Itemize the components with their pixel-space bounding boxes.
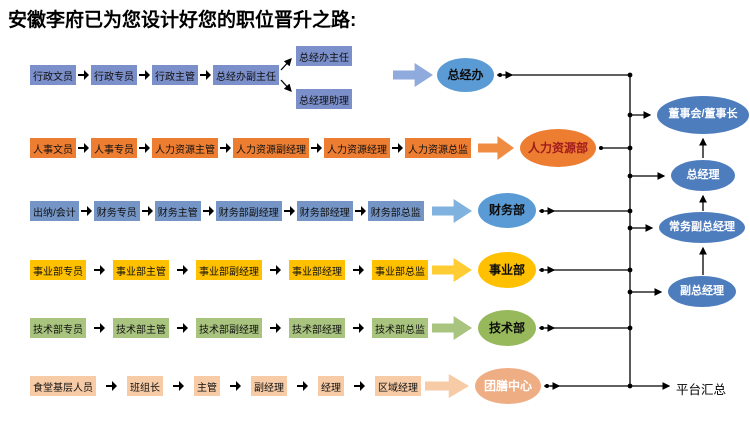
position-box: 财务部总监 [367, 201, 424, 221]
position-box: 事业部主管 [113, 260, 169, 280]
position-box: 人力资源经理 [324, 138, 390, 158]
position-box: 经理 [318, 376, 344, 396]
career-row-catering: 食堂基层人员 班组长 主管 副经理 经理 区域经理 [30, 376, 421, 396]
position-box: 财务专员 [93, 201, 140, 221]
position-box: 人事专员 [91, 138, 137, 158]
position-box: 技术部经理 [289, 318, 345, 338]
arrow-right-icon [353, 265, 364, 275]
position-box: 总经办副主任 [213, 65, 279, 85]
arrow-right-icon [173, 381, 184, 391]
arrow-right-icon [202, 206, 214, 216]
career-row-tech: 技术部专员 技术部主管 技术部副经理 技术部经理 技术部总监 [30, 318, 428, 338]
arrow-right-icon [354, 206, 366, 216]
arrow-right-icon [177, 265, 188, 275]
position-box: 食堂基层人员 [30, 376, 96, 396]
leadership-node-board-chairman: 董事会/董事长 [657, 96, 749, 134]
arrow-right-icon [80, 206, 92, 216]
position-box: 人力资源副经理 [233, 138, 309, 158]
arrow-right-icon [94, 265, 105, 275]
big-arrow-icon [425, 374, 469, 398]
department-ellipse-catering: 团膳中心 [475, 368, 541, 404]
position-box: 班组长 [127, 376, 163, 396]
department-ellipse-tech: 技术部 [478, 310, 536, 346]
position-box: 技术部专员 [30, 318, 86, 338]
position-box: 事业部专员 [30, 260, 86, 280]
position-box-branch: 总经理助理 [296, 89, 352, 109]
arrow-right-icon [78, 143, 89, 153]
position-box: 财务部副经理 [215, 201, 282, 221]
position-box: 事业部经理 [289, 260, 345, 280]
arrow-right-icon [177, 323, 188, 333]
position-box: 人力资源主管 [152, 138, 218, 158]
position-box: 行政专员 [91, 65, 137, 85]
arrow-right-icon [353, 323, 364, 333]
arrow-right-icon [141, 206, 153, 216]
big-arrow-icon [432, 316, 472, 340]
leadership-node-executive-deputy-gm: 常务副总经理 [659, 212, 745, 243]
career-row-finance: 出纳/会计 财务专员 财务主管 财务部副经理 财务部经理 财务部总监 [30, 201, 424, 221]
department-ellipse-finance: 财务部 [478, 193, 536, 228]
big-arrow-icon [432, 258, 472, 282]
position-box: 区域经理 [375, 376, 421, 396]
arrow-right-icon [283, 206, 295, 216]
position-box: 主管 [194, 376, 220, 396]
leadership-node-deputy-gm: 副总经理 [668, 276, 736, 307]
career-row-admin: 行政文员 行政专员 行政主管 总经办副主任 [30, 65, 279, 85]
position-box: 人事文员 [30, 138, 76, 158]
arrow-right-icon [106, 381, 117, 391]
career-row-hr: 人事文员 人事专员 人力资源主管 人力资源副经理 人力资源经理 人力资源总监 [30, 138, 471, 158]
position-box: 副经理 [251, 376, 287, 396]
page-title: 安徽李府已为您设计好您的职位晋升之路: [8, 10, 357, 31]
big-arrow-icon [478, 136, 514, 160]
position-box: 事业部副经理 [196, 260, 262, 280]
arrow-right-icon [270, 265, 281, 275]
arrow-right-icon [220, 143, 231, 153]
big-arrow-icon [432, 199, 472, 223]
arrow-right-icon [139, 70, 150, 80]
position-box: 出纳/会计 [30, 201, 79, 221]
career-row-business: 事业部专员 事业部主管 事业部副经理 事业部经理 事业部总监 [30, 260, 428, 280]
position-box-branch: 总经办主任 [296, 46, 352, 66]
position-box: 行政文员 [30, 65, 76, 85]
arrow-right-icon [230, 381, 241, 391]
arrow-right-icon [354, 381, 365, 391]
arrow-right-icon [78, 70, 89, 80]
position-box: 技术部总监 [372, 318, 428, 338]
position-box: 人力资源总监 [405, 138, 471, 158]
arrow-right-icon [392, 143, 403, 153]
position-box: 技术部副经理 [196, 318, 262, 338]
position-box: 事业部总监 [372, 260, 428, 280]
big-arrow-icon [393, 63, 433, 87]
arrow-right-icon [200, 70, 211, 80]
arrow-right-icon [270, 323, 281, 333]
leadership-node-general-manager: 总经理 [671, 160, 735, 191]
position-box: 财务部经理 [296, 201, 353, 221]
department-ellipse-hr: 人力资源部 [520, 129, 596, 167]
arrow-right-icon [297, 381, 308, 391]
position-box: 财务主管 [154, 201, 201, 221]
platform-summary-label: 平台汇总 [676, 383, 727, 397]
position-box: 行政主管 [152, 65, 198, 85]
department-ellipse-business: 事业部 [478, 252, 536, 288]
arrow-right-icon [311, 143, 322, 153]
department-ellipse-admin: 总经办 [437, 58, 494, 92]
position-box: 技术部主管 [113, 318, 169, 338]
arrow-right-icon [139, 143, 150, 153]
arrow-right-icon [94, 323, 105, 333]
